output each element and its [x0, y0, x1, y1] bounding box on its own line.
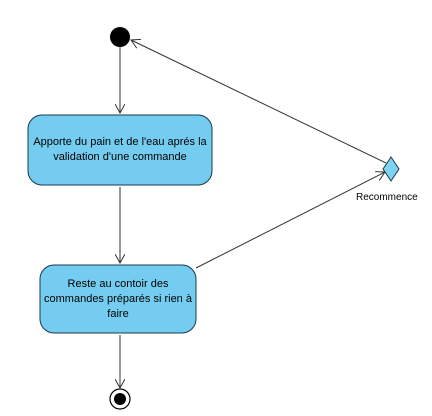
decision-node[interactable]	[382, 156, 400, 182]
action-node-2[interactable]	[39, 264, 197, 334]
edge-action-2-to-decision	[195, 172, 385, 269]
edge-decision-to-initial	[131, 40, 387, 164]
decision-label: Recommence	[356, 192, 418, 203]
action-node-2-label: Reste au contoir des commandes préparés …	[44, 277, 192, 320]
initial-node[interactable]	[110, 27, 130, 47]
action-node-1[interactable]	[27, 114, 213, 186]
action-node-1-label: Apporte du pain et de l'eau aprés la val…	[33, 136, 207, 163]
final-node-inner-dot	[114, 393, 126, 405]
